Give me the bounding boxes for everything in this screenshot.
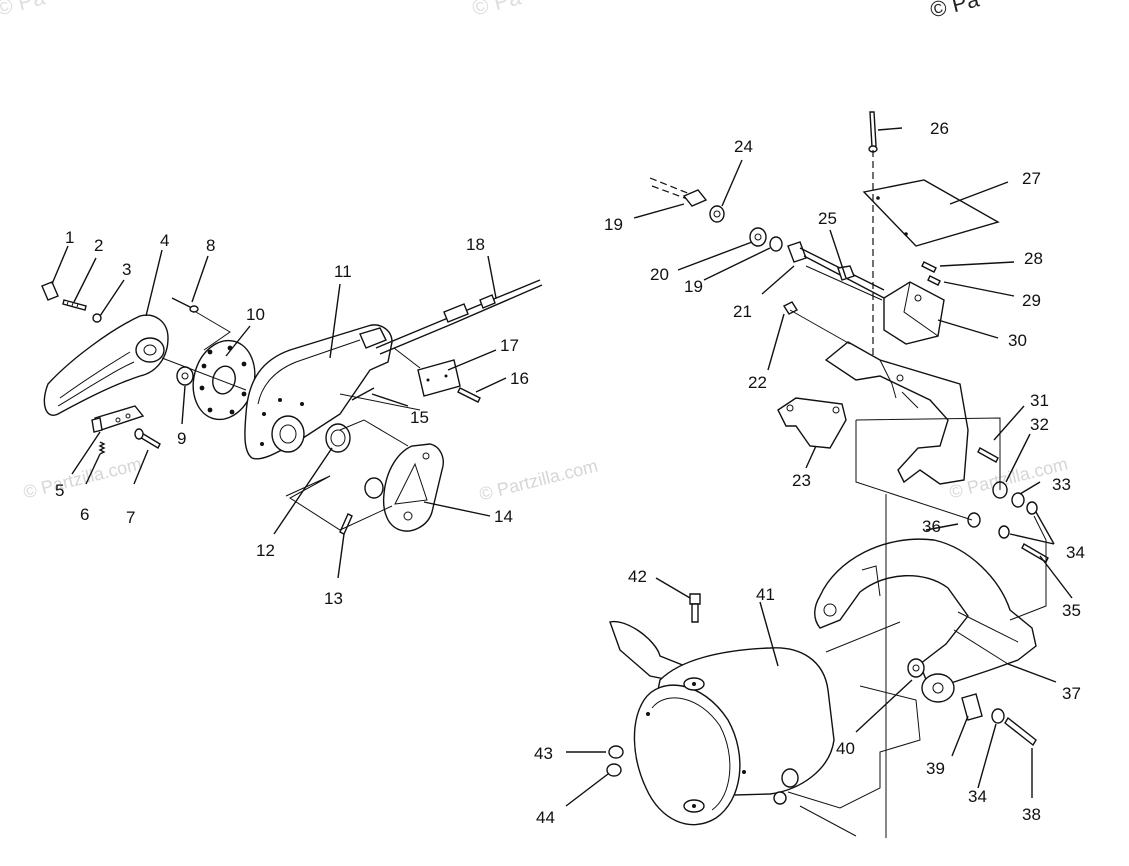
callout-7: 7 xyxy=(126,508,135,527)
callout-44: 44 xyxy=(536,808,555,827)
part-23-lever-plate xyxy=(777,397,847,449)
callout-34-upper: 34 xyxy=(1066,543,1085,562)
part-42-bolt xyxy=(689,593,701,623)
callout-12: 12 xyxy=(256,541,275,560)
callout-1: 1 xyxy=(65,228,74,247)
part-36-bushing xyxy=(967,512,981,528)
part-25-shaft xyxy=(787,241,885,299)
part-43-nut xyxy=(608,745,624,759)
part-35-bolt xyxy=(1021,543,1049,563)
right-assembly xyxy=(565,111,1073,838)
callout-labels: 1 2 3 4 5 6 7 8 9 10 11 12 13 14 15 16 1… xyxy=(55,119,1085,827)
callout-9: 9 xyxy=(177,429,186,448)
callout-38: 38 xyxy=(1022,805,1041,824)
part-28-bolt xyxy=(921,261,941,286)
part-14-caliper xyxy=(364,443,444,532)
callout-30: 30 xyxy=(1008,331,1027,350)
part-6-spring xyxy=(98,441,106,455)
callout-5: 5 xyxy=(55,481,64,500)
part-44-nut xyxy=(606,763,622,777)
callout-10: 10 xyxy=(246,305,265,324)
callout-20: 20 xyxy=(650,265,669,284)
callout-21: 21 xyxy=(733,302,752,321)
callout-14: 14 xyxy=(494,507,513,526)
part-19-nut xyxy=(769,236,783,252)
callout-26: 26 xyxy=(930,119,949,138)
callout-32: 32 xyxy=(1030,415,1049,434)
part-4-brake-lever xyxy=(43,314,169,416)
part-40-washer xyxy=(907,658,925,678)
part-34-washer-lower xyxy=(991,708,1005,724)
part-20-washer xyxy=(749,227,767,247)
callout-11: 11 xyxy=(334,262,352,281)
callout-40: 40 xyxy=(836,739,855,758)
part-22-nut xyxy=(782,301,799,315)
part-38-bolt xyxy=(1004,716,1037,747)
part-11-housing xyxy=(244,324,393,460)
callout-8: 8 xyxy=(206,236,215,255)
part-5-clamp xyxy=(91,405,145,433)
part-24-washer xyxy=(709,205,725,223)
callout-16: 16 xyxy=(510,369,529,388)
callout-17: 17 xyxy=(500,336,519,355)
part-1-cable-end xyxy=(41,281,59,301)
part-17-pad xyxy=(417,359,461,397)
part-37-guard xyxy=(814,538,1037,703)
part-30-bracket xyxy=(883,281,945,345)
part-3-nut xyxy=(92,313,102,323)
part-bracket-arm xyxy=(824,341,969,485)
part-13-bolt xyxy=(339,513,353,535)
callout-35: 35 xyxy=(1062,601,1081,620)
callout-19-upper: 19 xyxy=(604,215,623,234)
callout-3: 3 xyxy=(122,260,131,279)
callout-33: 33 xyxy=(1052,475,1071,494)
callout-34-lower: 34 xyxy=(968,787,987,806)
part-39-bushing xyxy=(961,693,983,721)
left-assembly xyxy=(41,245,543,579)
part-16-bolt xyxy=(457,387,481,403)
part-27-plate xyxy=(862,179,1000,247)
callout-43: 43 xyxy=(534,744,553,763)
callout-41: 41 xyxy=(756,585,775,604)
callout-23: 23 xyxy=(792,471,811,490)
callout-24: 24 xyxy=(734,137,753,156)
callout-15: 15 xyxy=(410,408,429,427)
callout-6: 6 xyxy=(80,505,89,524)
callout-29: 29 xyxy=(1022,291,1041,310)
part-19-shaft-nut xyxy=(649,177,708,207)
part-33-washer xyxy=(1011,492,1025,508)
callout-4: 4 xyxy=(160,231,169,250)
part-12-seal xyxy=(325,423,351,453)
part-8-pin xyxy=(171,297,199,313)
part-41-drum-cover xyxy=(609,620,835,826)
callout-42: 42 xyxy=(628,567,647,586)
part-34-nut xyxy=(1026,501,1038,515)
part-34-washer xyxy=(998,525,1010,539)
callout-28: 28 xyxy=(1024,249,1043,268)
part-9-washer xyxy=(176,366,194,386)
part-2-screw xyxy=(62,299,87,311)
part-26-pin xyxy=(868,111,878,153)
callout-36: 36 xyxy=(922,517,941,536)
part-10-brake-disc xyxy=(192,339,256,421)
part-15-pin xyxy=(351,387,375,401)
part-18-cable xyxy=(375,279,543,355)
callout-31: 31 xyxy=(1030,391,1049,410)
part-31-bolt xyxy=(977,447,999,463)
callout-22: 22 xyxy=(748,373,767,392)
callout-18: 18 xyxy=(466,235,485,254)
callout-13: 13 xyxy=(324,589,343,608)
callout-19-lower: 19 xyxy=(684,277,703,296)
part-7-bolt xyxy=(134,428,161,449)
callout-27: 27 xyxy=(1022,169,1041,188)
callout-25: 25 xyxy=(818,209,837,228)
callout-37: 37 xyxy=(1062,684,1081,703)
callout-39: 39 xyxy=(926,759,945,778)
callout-2: 2 xyxy=(94,236,103,255)
